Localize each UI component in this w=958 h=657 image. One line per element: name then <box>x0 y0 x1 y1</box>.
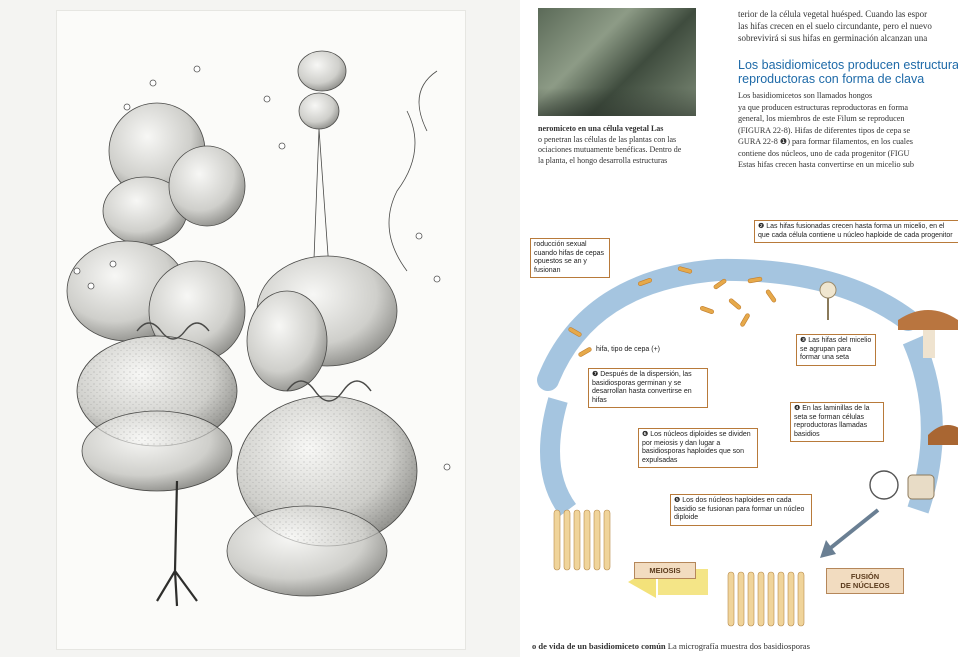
body-line-5: GURA 22-8 ❶) para formar filamentos, en … <box>738 136 958 148</box>
photo-caption-line-4: la planta, el hongo desarrolla estructur… <box>538 156 728 167</box>
fusion-tag-line-1: FUSIÓN <box>832 572 898 581</box>
left-creature <box>67 103 245 606</box>
fusion-tag-line-2: DE NÚCLEOS <box>832 581 898 590</box>
illustration-panel <box>0 0 520 657</box>
section-heading-line-2: reproductoras con forma de clava <box>738 72 958 86</box>
body-line-3: general, los miembros de este Filum se r… <box>738 113 958 125</box>
top-line-1: terior de la célula vegetal huésped. Cua… <box>738 8 958 20</box>
meiosis-tag: MEIOSIS <box>634 562 696 579</box>
step-4-label: ❹ En las laminillas de la seta se forman… <box>790 402 884 442</box>
section-heading-line-1: Los basidiomicetos producen estructuras <box>738 58 958 72</box>
body-line-2: ya que producen estructuras reproductora… <box>738 102 958 114</box>
body-line-7: Estas hifas crecen hasta convertirse en … <box>738 159 958 171</box>
step-1-label: roducción sexual cuando hifas de cepas o… <box>530 238 610 278</box>
figure-caption: o de vida de un basidiomiceto común La m… <box>532 641 958 651</box>
step-5-label: ❺ Los dos núcleos haploides en cada basi… <box>670 494 812 526</box>
figure-caption-text: La micrografía muestra dos basidiosporas <box>668 641 810 651</box>
step-3-label: ❸ Las hifas del micelio se agrupan para … <box>796 334 876 366</box>
photo-caption-line-2: o penetran las células de las plantas co… <box>538 135 728 146</box>
step-7-label: ❼ Después de la dispersión, las basidios… <box>588 368 708 408</box>
hyphae-label: hifa, tipo de cepa (+) <box>596 346 660 355</box>
right-creature <box>227 51 437 596</box>
life-cycle-diagram: roducción sexual cuando hifas de cepas o… <box>528 210 958 640</box>
step-2-label: ❷ Las hifas fusionadas crecen hasta form… <box>754 220 958 243</box>
section-heading: Los basidiomicetos producen estructuras … <box>738 58 958 86</box>
body-paragraph: Los basidiomicetos son llamados hongos y… <box>738 90 958 171</box>
top-paragraph: terior de la célula vegetal huésped. Cua… <box>738 8 958 44</box>
photo-caption: neromiceto en una célula vegetal Las o p… <box>538 124 728 166</box>
photo-caption-line-1: neromiceto en una célula vegetal Las <box>538 124 728 135</box>
top-line-3: sobrevivirá si sus hifas en germinación … <box>738 32 958 44</box>
stippled-creature-illustration <box>56 10 466 650</box>
fusion-tag: FUSIÓN DE NÚCLEOS <box>826 568 904 594</box>
textbook-page: neromiceto en una célula vegetal Las o p… <box>528 0 958 657</box>
step-6-label: ❻ Los núcleos diploides se dividen por m… <box>638 428 758 468</box>
creature-drawing <box>57 11 465 649</box>
body-line-4: (FIGURA 22-8). Hifas de diferentes tipos… <box>738 125 958 137</box>
body-line-6: contiene dos núcleos, uno de cada progen… <box>738 148 958 160</box>
top-line-2: las hifas crecen en el suelo circundante… <box>738 20 958 32</box>
photo-caption-line-3: ociaciones mutuamente benéficas. Dentro … <box>538 145 728 156</box>
micrograph-photo <box>538 8 696 116</box>
body-line-1: Los basidiomicetos son llamados hongos <box>738 90 958 102</box>
figure-caption-title: o de vida de un basidiomiceto común <box>532 641 666 651</box>
